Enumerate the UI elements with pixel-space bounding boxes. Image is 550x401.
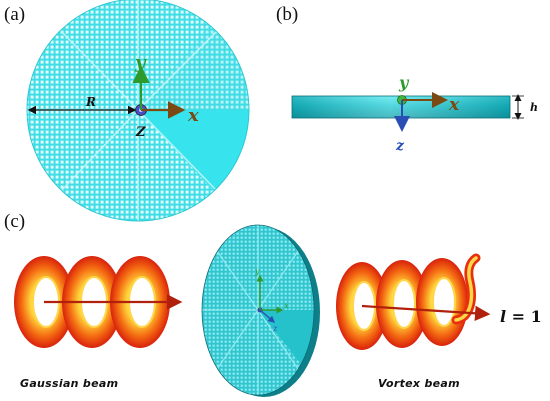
panel-a-label: (a): [4, 4, 26, 25]
z-axis-label-b: z: [395, 138, 405, 154]
panel-c-label: (c): [4, 211, 26, 232]
radius-label: R: [85, 95, 96, 109]
mini-x-label: x: [284, 301, 289, 310]
topological-charge-label: l = 1: [500, 307, 542, 326]
mini-y-label: y: [254, 267, 260, 276]
charge-symbol: l: [500, 307, 507, 326]
vortex-propagation-arrow: [361, 304, 491, 321]
vortex-turn-3: [416, 258, 468, 346]
vortex-turn-2: [376, 260, 428, 348]
vortex-beam-caption: Vortex beam: [378, 377, 460, 390]
metasurface-disk: [26, 0, 250, 222]
metasurface-3d: y x z: [201, 224, 320, 397]
vortex-beam: [336, 253, 491, 350]
z-axis-label-a: Z: [135, 125, 146, 140]
panel-b-label: (b): [276, 4, 299, 25]
x-axis-label-a: x: [187, 105, 199, 126]
y-axis-label-b: y: [398, 73, 410, 92]
y-axis-label-a: y: [134, 52, 147, 73]
thickness-label: h: [530, 101, 538, 114]
charge-value: 1: [530, 307, 542, 326]
charge-equals: =: [511, 307, 526, 326]
x-axis-label-b: x: [448, 95, 460, 115]
gaussian-beam: [14, 256, 183, 348]
mini-z-label: z: [272, 324, 278, 333]
gaussian-beam-caption: Gaussian beam: [20, 377, 119, 390]
mini-z-axis: [259, 309, 276, 323]
